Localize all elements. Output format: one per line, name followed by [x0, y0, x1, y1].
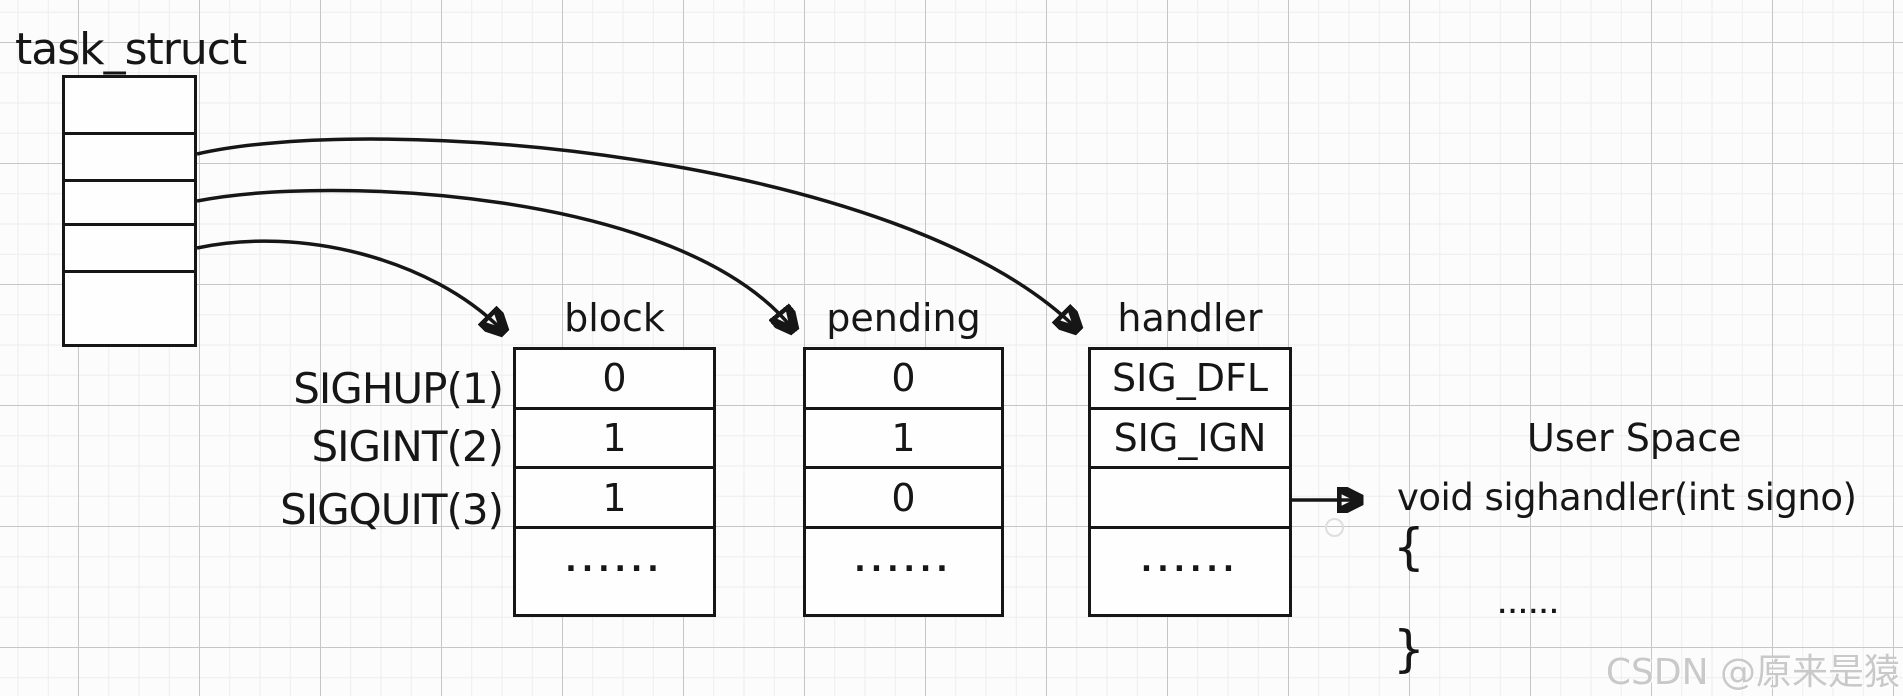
- task-struct-field-5: [65, 273, 194, 344]
- task-struct-label: task_struct: [15, 24, 247, 75]
- handler-cell-ellipsis: ......: [1091, 529, 1289, 614]
- block-cell-sigint: 1: [516, 410, 713, 470]
- block-cell-sigquit: 1: [516, 469, 713, 530]
- row-label-sigint: SIGINT(2): [311, 422, 504, 471]
- pending-cell-sigquit: 0: [806, 469, 1001, 530]
- block-cell-ellipsis: ......: [516, 529, 713, 614]
- handler-cell-sigquit: [1091, 469, 1289, 530]
- sighandler-signature: void sighandler(int signo): [1397, 476, 1857, 519]
- block-table: 0 1 1 ......: [513, 347, 716, 617]
- task-struct-field-1: [65, 78, 194, 136]
- ellipsis-text: ......: [1140, 544, 1240, 580]
- block-table-header: block: [564, 296, 665, 340]
- handler-table: SIG_DFL SIG_IGN ......: [1088, 347, 1292, 617]
- pending-table-header: pending: [826, 296, 981, 340]
- open-brace: {: [1393, 518, 1425, 576]
- handler-table-header: handler: [1117, 296, 1263, 340]
- pending-cell-sigint: 1: [806, 410, 1001, 470]
- block-cell-sighup: 0: [516, 350, 713, 410]
- pending-table: 0 1 0 ......: [803, 347, 1004, 617]
- watermark: CSDN @原来是猿: [1605, 652, 1900, 693]
- ghost-circle-artifact: [1325, 518, 1344, 537]
- pending-cell-sighup: 0: [806, 350, 1001, 410]
- handler-cell-sighup: SIG_DFL: [1091, 350, 1289, 410]
- task-struct-field-2: [65, 135, 194, 182]
- ellipsis-text: ......: [565, 544, 664, 580]
- row-label-sigquit: SIGQUIT(3): [280, 485, 504, 534]
- task-struct-field-3: [65, 182, 194, 227]
- close-brace: }: [1393, 620, 1425, 678]
- pending-cell-ellipsis: ......: [806, 529, 1001, 614]
- task-struct-field-4: [65, 226, 194, 273]
- task-struct-box: [62, 75, 197, 347]
- code-body-ellipsis: ......: [1498, 594, 1561, 619]
- handler-cell-sigint: SIG_IGN: [1091, 410, 1289, 470]
- arrow-task-to-block: [196, 239, 502, 330]
- user-space-label: User Space: [1527, 416, 1742, 460]
- ellipsis-text: ......: [854, 544, 953, 580]
- row-label-sighup: SIGHUP(1): [293, 364, 504, 413]
